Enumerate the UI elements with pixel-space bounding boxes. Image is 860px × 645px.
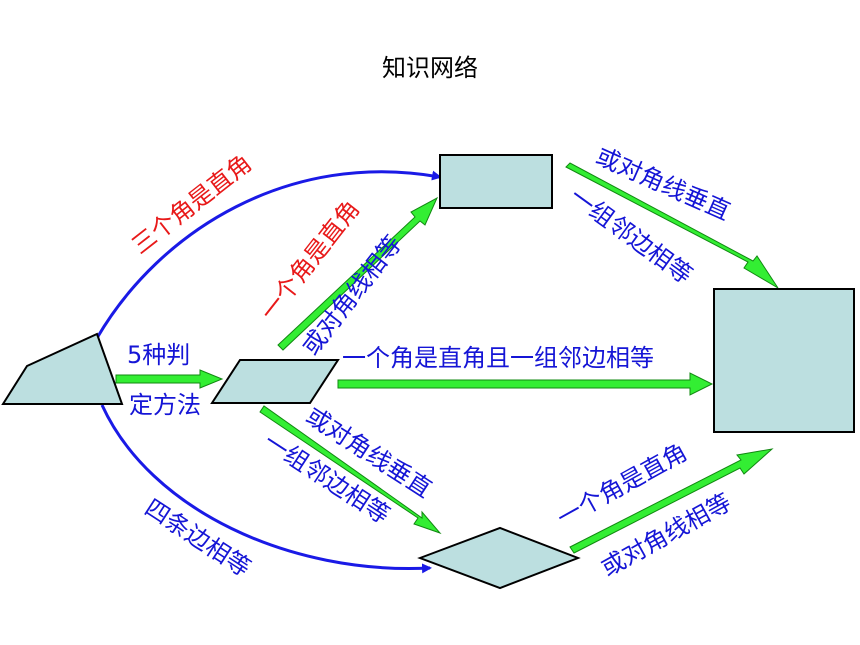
quadrilateral-shape[interactable] [1,332,124,405]
label-four-equal-sides: 四条边相等 [140,494,256,583]
label-right-angle-and-adjacent-sides: 一个角是直角且一组邻边相等 [342,344,654,372]
arrow-quad-to-parallelogram [115,369,224,389]
parallelogram-shape[interactable] [210,359,340,404]
curve-quadrilateral-to-rhombus [100,404,432,574]
label-five-methods-line2: 定方法 [129,391,201,419]
arrow-parallelogram-to-rectangle [277,196,439,351]
square-shape[interactable] [713,288,855,433]
page-title: 知识网络 [382,54,478,82]
arrow-rhombus-to-square [569,448,774,554]
arrow-parallelogram-to-rhombus [259,405,442,535]
arrow-rectangle-to-square [565,162,779,289]
rectangle-shape[interactable] [439,154,553,209]
label-five-methods-line1: 5种判 [127,341,190,369]
curve-quadrilateral-to-rectangle [95,170,442,339]
rhombus-shape[interactable] [417,526,581,590]
arrow-parallelogram-to-square [337,372,714,396]
